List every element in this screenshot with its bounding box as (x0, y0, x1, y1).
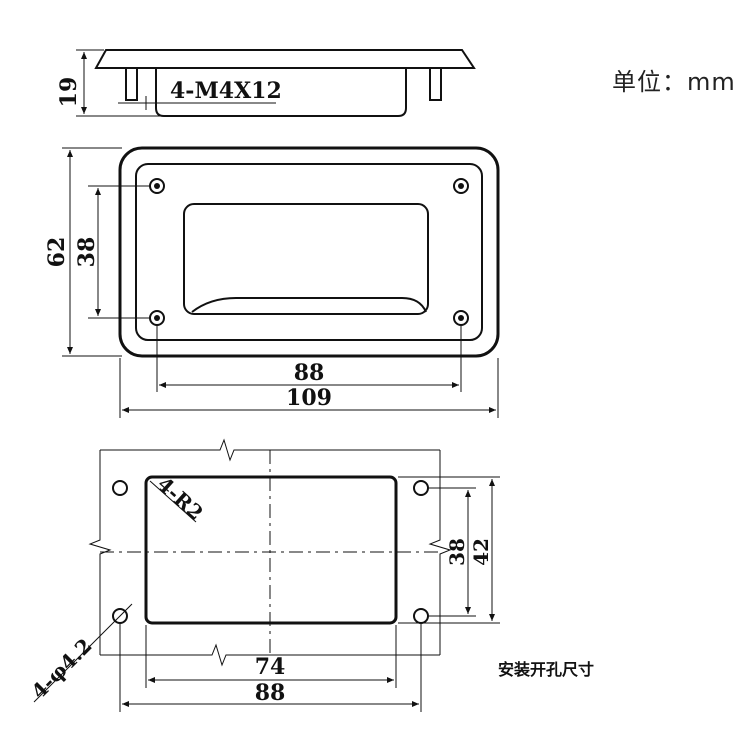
screw-note: 4-M4X12 (170, 78, 282, 104)
hole-leader (33, 603, 133, 703)
side-view: 4-M4X12 19 (56, 49, 476, 117)
side-handle-body (155, 68, 407, 117)
side-flange (94, 49, 476, 69)
radius-leader (149, 480, 197, 523)
cut-dim-88: 88 (255, 680, 286, 706)
cutout-opening (144, 475, 398, 625)
top-screw-bl (149, 310, 165, 326)
cut-hole-br (413, 608, 429, 624)
dim-19: 19 (56, 77, 82, 108)
dim-88: 88 (294, 360, 325, 386)
inner-plate (135, 163, 483, 341)
dim-62: 62 (44, 237, 70, 268)
hole-note: 4-φ4.2 (27, 633, 97, 703)
cut-dim-42: 42 (469, 538, 493, 566)
cut-dim-38: 38 (445, 538, 469, 566)
panel-top-edge (100, 438, 440, 462)
side-pin-left (125, 67, 138, 101)
top-screw-tr (453, 178, 469, 194)
panel-left-edge (88, 450, 112, 655)
panel-right-edge (428, 450, 452, 655)
recess-lip (191, 297, 427, 313)
side-pin-right (429, 67, 442, 101)
dim-109: 109 (286, 385, 332, 411)
panel-bottom-edge (100, 643, 440, 667)
unit-label: 单位：mm (612, 68, 736, 96)
cut-hole-tr (413, 480, 429, 496)
cutout-label: 安装开孔尺寸 (498, 660, 595, 679)
radius-note: 4-R2 (153, 472, 208, 525)
outer-plate (118, 146, 500, 358)
cut-dim-74: 74 (255, 654, 286, 680)
top-screw-br (453, 310, 469, 326)
cutout-view: 4-R2 4-φ4.2 38 42 74 88 (27, 438, 500, 712)
top-screw-tl (149, 178, 165, 194)
top-view: 62 38 88 109 (44, 146, 500, 418)
handle-recess (183, 203, 429, 315)
dim-38: 38 (74, 237, 100, 268)
cut-hole-tl (112, 480, 128, 496)
